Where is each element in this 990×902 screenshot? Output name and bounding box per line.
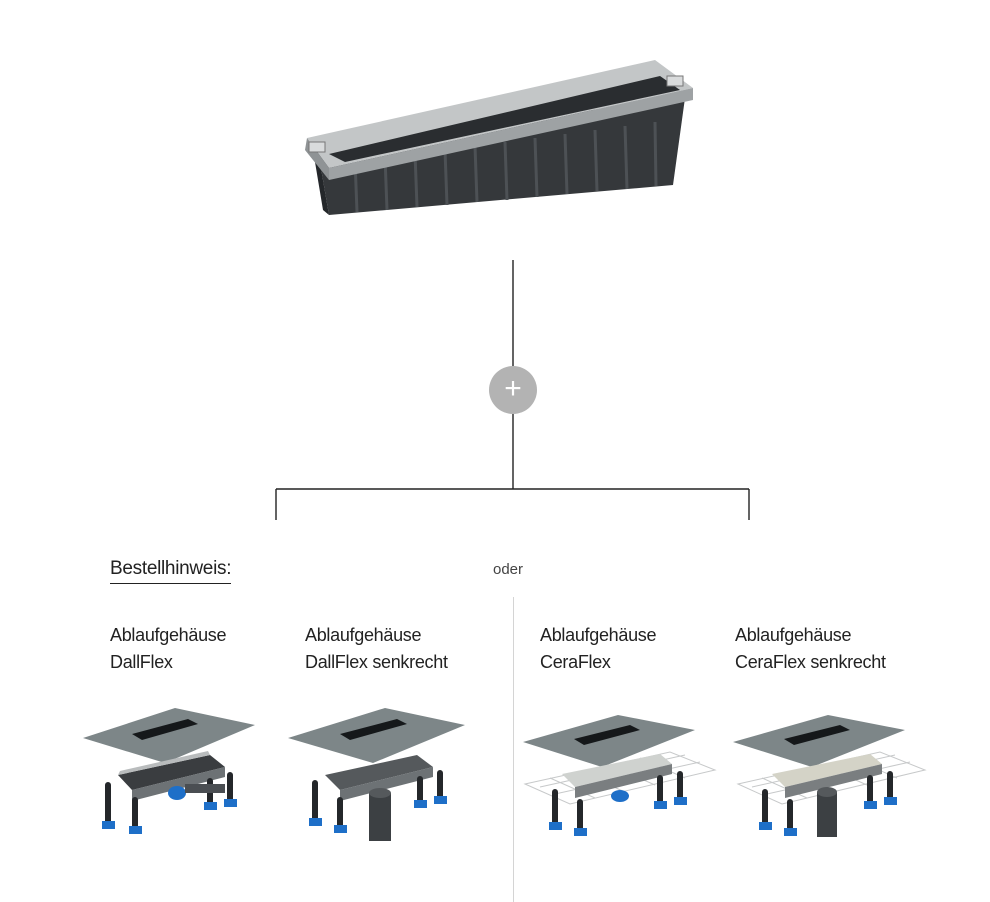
product-label-dallflex: Ablaufgehäuse DallFlex xyxy=(110,622,227,676)
dallflex-senkrecht-drain-image[interactable] xyxy=(285,705,470,845)
plus-icon[interactable]: + xyxy=(489,366,537,414)
ceraflex-senkrecht-drain-image[interactable] xyxy=(730,712,930,847)
product-label-line1: Ablaufgehäuse xyxy=(305,625,422,645)
ceraflex-drain-image[interactable] xyxy=(520,712,720,842)
product-label-line1: Ablaufgehäuse xyxy=(110,625,227,645)
product-label-line1: Ablaufgehäuse xyxy=(735,625,852,645)
product-label-ceraflex: Ablaufgehäuse CeraFlex xyxy=(540,622,657,676)
oder-separator: oder xyxy=(493,561,524,578)
vertical-divider xyxy=(513,597,514,902)
product-label-line2: CeraFlex xyxy=(540,652,611,672)
order-hint-label: Bestellhinweis: xyxy=(110,558,231,584)
product-label-line2: DallFlex senkrecht xyxy=(305,652,448,672)
product-label-line1: Ablaufgehäuse xyxy=(540,625,657,645)
product-label-line2: CeraFlex senkrecht xyxy=(735,652,886,672)
drain-box-image xyxy=(305,60,693,215)
product-label-dallflex-senkrecht: Ablaufgehäuse DallFlex senkrecht xyxy=(305,622,448,676)
dallflex-drain-image[interactable] xyxy=(80,705,260,840)
product-label-ceraflex-senkrecht: Ablaufgehäuse CeraFlex senkrecht xyxy=(735,622,886,676)
product-label-line2: DallFlex xyxy=(110,652,173,672)
